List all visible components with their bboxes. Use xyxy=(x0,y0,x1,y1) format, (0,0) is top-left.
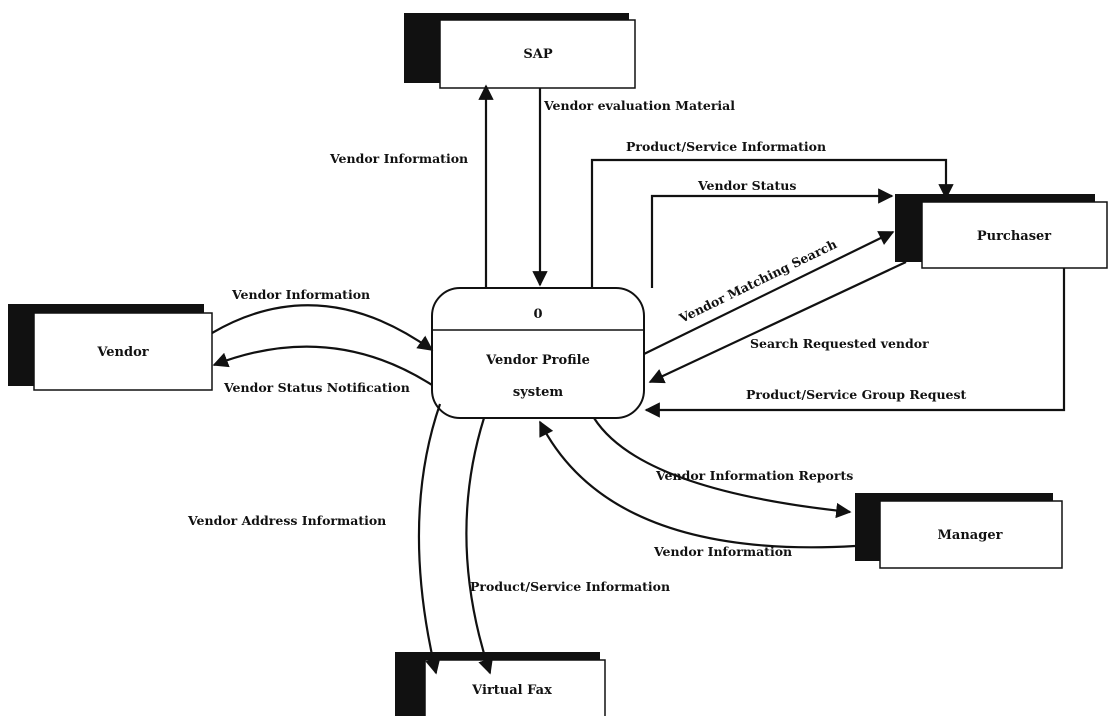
flow-label-vendor-address-info: Vendor Address Information xyxy=(187,513,386,528)
flow-line-manager-vendor-info xyxy=(539,420,856,549)
flow-line-product-service-info-purchaser xyxy=(590,158,954,288)
flow-line-vendor-status-notification xyxy=(212,345,433,386)
entity-purchaser-label: Purchaser xyxy=(977,229,1051,244)
flow-label-vendor-info-reports: Vendor Information Reports xyxy=(655,468,853,483)
entity-virtual-fax: Virtual Fax xyxy=(395,652,606,716)
flow-label-product-service-group-request: Product/Service Group Request xyxy=(746,387,967,402)
process-name-line2: system xyxy=(513,385,563,400)
entity-vendor: Vendor xyxy=(8,304,213,391)
flow-label-product-service-info-purchaser: Product/Service Information xyxy=(626,139,826,154)
entity-sap: SAP xyxy=(404,13,636,89)
flow-label-vendor-evaluation-material: Vendor evaluation Material xyxy=(543,98,735,113)
flow-label-manager-vendor-info: Vendor Information xyxy=(653,544,792,559)
entity-virtual-fax-label: Virtual Fax xyxy=(471,683,552,698)
flow-line-product-service-info-fax xyxy=(465,417,493,675)
flow-line-vendor-info-in xyxy=(211,304,434,351)
flow-label-vendor-matching-search: Vendor Matching Search xyxy=(676,236,839,326)
process-number: 0 xyxy=(533,307,542,322)
entity-purchaser: Purchaser xyxy=(895,194,1108,269)
flow-line-vendor-matching-search xyxy=(643,231,895,355)
entity-vendor-label: Vendor xyxy=(96,345,148,360)
flow-line-vendor-status xyxy=(650,188,894,288)
flow-line-vendor-info-reports xyxy=(593,417,852,519)
entity-manager: Manager xyxy=(855,493,1063,569)
flow-label-vendor-status: Vendor Status xyxy=(697,178,796,193)
flow-line-search-requested-vendor xyxy=(648,261,907,384)
flow-label-search-requested-vendor: Search Requested vendor xyxy=(750,336,929,351)
entity-sap-label: SAP xyxy=(523,47,552,62)
flow-label-vendor-info-in: Vendor Information xyxy=(231,287,370,302)
flow-label-vendor-status-notification: Vendor Status Notification xyxy=(223,380,410,395)
flow-line-vendor-address-info xyxy=(417,403,442,675)
process-vendor-profile-system: 0 Vendor Profile system xyxy=(431,287,645,419)
flow-line-product-service-group-request xyxy=(644,268,1066,418)
flow-label-vendor-info-to-sap: Vendor Information xyxy=(329,151,468,166)
process-name-line1: Vendor Profile xyxy=(485,353,590,368)
flow-label-product-service-info-fax: Product/Service Information xyxy=(470,579,670,594)
entity-manager-label: Manager xyxy=(938,528,1003,543)
